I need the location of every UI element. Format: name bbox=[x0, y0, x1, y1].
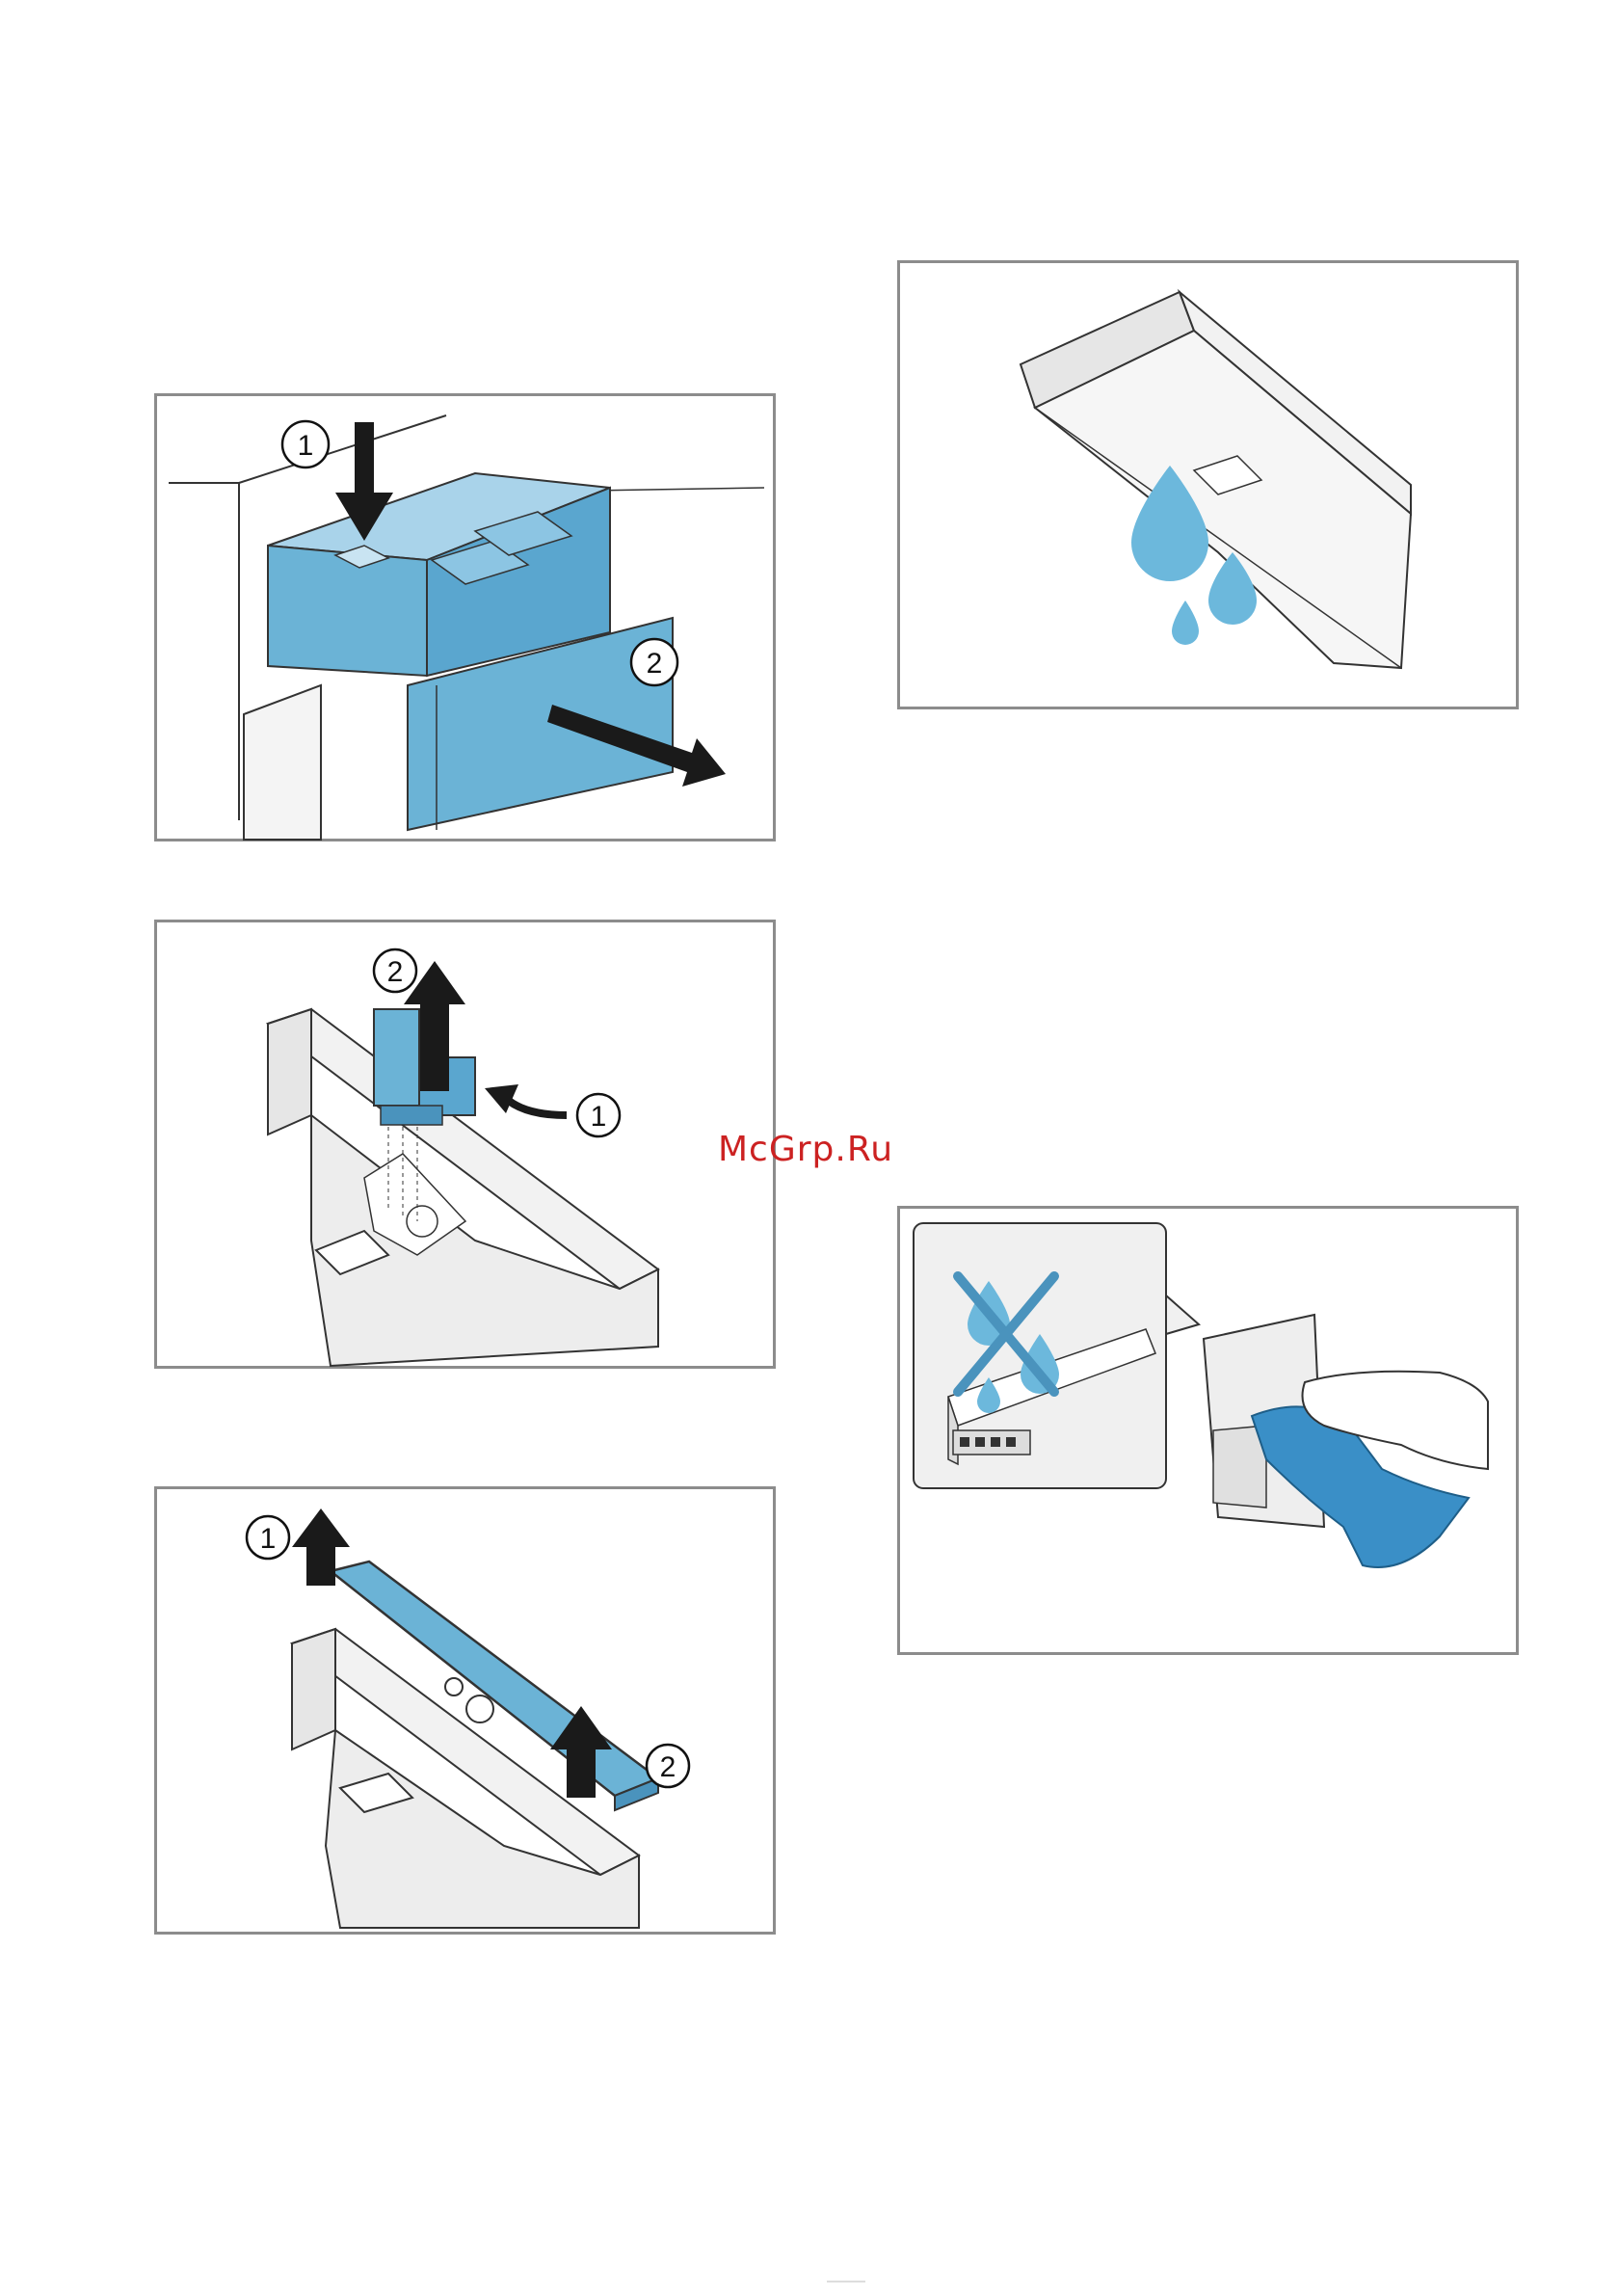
illustration-panel-remove-drawer: 1 2 bbox=[154, 393, 776, 841]
insert-removal-illustration: 1 2 bbox=[157, 1489, 779, 1937]
step-label-2: 2 bbox=[647, 648, 663, 680]
squeeze-arrow-icon bbox=[485, 1084, 518, 1113]
step-label-2: 2 bbox=[660, 1751, 676, 1783]
illustration-panel-remove-siphon: 2 1 bbox=[154, 920, 776, 1369]
drawer-removal-illustration: 1 2 bbox=[157, 396, 779, 844]
step-label-1: 1 bbox=[591, 1101, 607, 1133]
illustration-panel-rinse bbox=[897, 260, 1519, 709]
illustration-panel-remove-insert: 1 2 bbox=[154, 1486, 776, 1935]
rinse-illustration bbox=[900, 263, 1522, 712]
illustration-panel-wipe bbox=[897, 1206, 1519, 1655]
step-label-2: 2 bbox=[387, 956, 404, 988]
step-label-1: 1 bbox=[298, 430, 314, 462]
siphon-removal-illustration: 2 1 bbox=[157, 922, 779, 1372]
footer-mark bbox=[827, 2277, 865, 2286]
watermark-text: McGrp.Ru bbox=[718, 1130, 893, 1169]
step-label-1: 1 bbox=[260, 1523, 277, 1555]
wipe-illustration bbox=[900, 1209, 1522, 1658]
